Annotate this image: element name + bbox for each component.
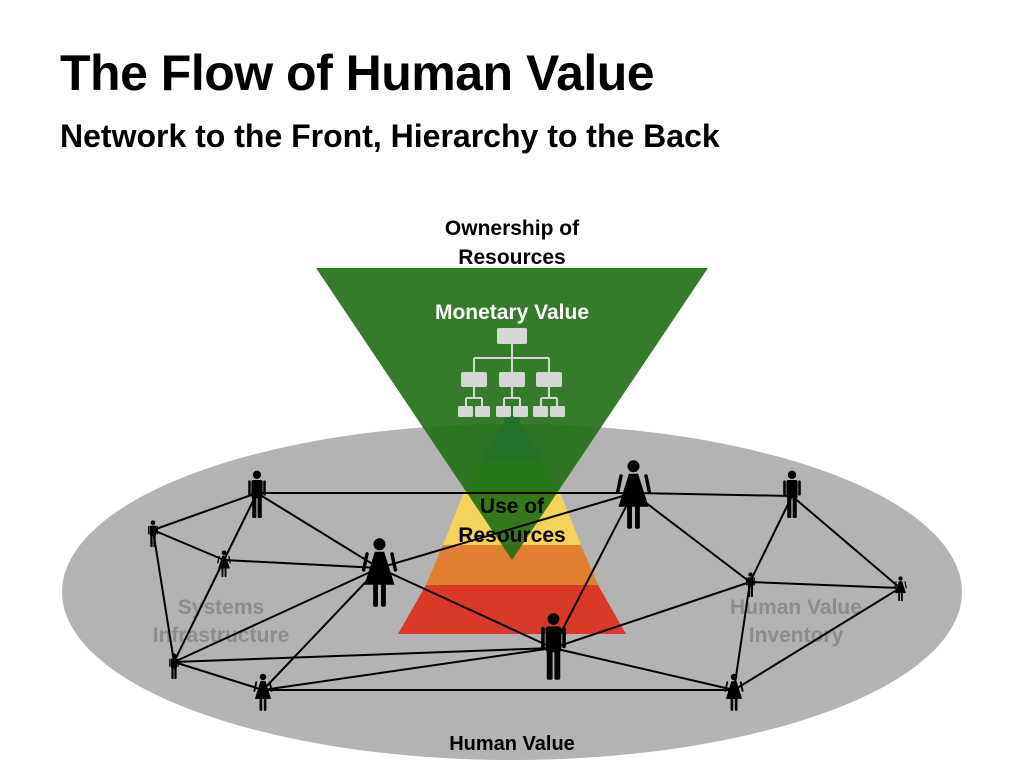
systems-infrastructure-label-2: Infrastructure <box>153 624 290 647</box>
ownership-label-2: Resources <box>458 246 565 269</box>
use-of-resources-label-2: Resources <box>458 524 565 547</box>
slide-subtitle: Network to the Front, Hierarchy to the B… <box>60 118 720 154</box>
use-of-resources-label: Use of <box>480 495 545 518</box>
org-chart-icon <box>458 328 565 417</box>
slide-title: The Flow of Human Value <box>60 45 655 101</box>
monetary-value-label: Monetary Value <box>435 301 589 324</box>
ownership-label: Ownership of <box>445 217 580 240</box>
human-value-label: Human Value <box>449 733 575 755</box>
network-links <box>152 492 901 691</box>
human-value-inventory-label-2: Inventory <box>749 624 844 647</box>
human-value-inventory-label: Human Value <box>730 596 862 619</box>
pyramid-layer-orange <box>426 545 598 585</box>
systems-infrastructure-label: Systems <box>178 596 264 619</box>
pyramid-layer-red <box>398 585 626 634</box>
ownership-funnel <box>316 268 708 560</box>
